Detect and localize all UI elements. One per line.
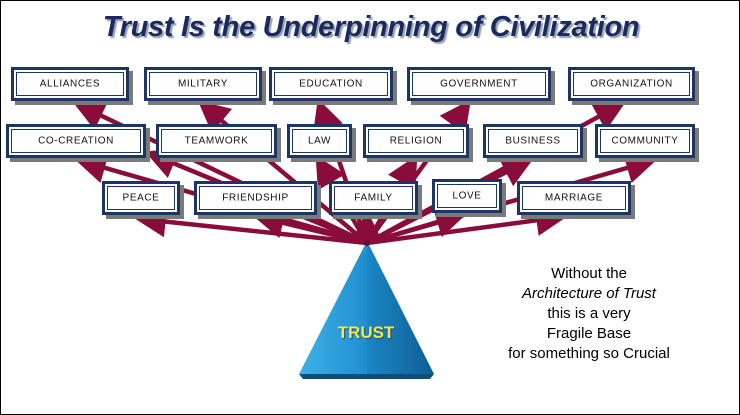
box-law-label: LAW (307, 135, 332, 147)
box-organization-label: ORGANIZATION (590, 78, 673, 90)
note-line-3: this is a very (547, 305, 631, 322)
arrow-friendship (252, 207, 368, 246)
slide-title: Trust Is the Underpinning of Civilizatio… (102, 11, 640, 43)
box-military-label: MILITARY (178, 78, 228, 90)
arrow-love (366, 206, 468, 246)
box-organization: ORGANIZATION (568, 67, 695, 101)
box-family: FAMILY (329, 181, 418, 215)
box-co-creation: CO-CREATION (6, 124, 146, 158)
box-law: LAW (287, 124, 352, 158)
box-love-label: LOVE (452, 190, 482, 202)
box-religion: RELIGION (363, 124, 469, 158)
note-line-4: Fragile Base (546, 325, 632, 342)
box-business: BUSINESS (483, 124, 583, 158)
trust-label: TRUST (337, 323, 395, 342)
arrow-marriage (366, 204, 568, 246)
box-friendship-label: FRIENDSHIP (222, 192, 289, 204)
box-peace-label: PEACE (122, 192, 160, 204)
fragile-base-note: Without the Architecture of Trust this i… (484, 264, 694, 364)
box-alliances: ALLIANCES (11, 67, 129, 101)
note-line-5: for something so Crucial (508, 345, 670, 362)
box-community: COMMUNITY (595, 124, 695, 158)
box-government-label: GOVERNMENT (440, 78, 518, 90)
box-business-label: BUSINESS (505, 135, 561, 147)
box-co-creation-label: CO-CREATION (38, 135, 114, 147)
box-community-label: COMMUNITY (611, 135, 679, 147)
box-teamwork-label: TEAMWORK (184, 135, 249, 147)
box-love: LOVE (432, 179, 502, 213)
box-education: EDUCATION (269, 67, 393, 101)
box-alliances-label: ALLIANCES (39, 78, 101, 90)
box-government: GOVERNMENT (407, 67, 551, 101)
note-line-2: Architecture of Trust (522, 285, 656, 302)
box-family-label: FAMILY (354, 192, 393, 204)
trust-pyramid (299, 240, 434, 379)
box-marriage-label: MARRIAGE (544, 192, 604, 204)
box-religion-label: RELIGION (389, 135, 443, 147)
box-military: MILITARY (144, 67, 262, 101)
box-friendship: FRIENDSHIP (194, 181, 317, 215)
box-peace: PEACE (102, 181, 180, 215)
box-teamwork: TEAMWORK (156, 124, 277, 158)
box-education-label: EDUCATION (299, 78, 363, 90)
note-line-1: Without the (551, 265, 627, 282)
box-marriage: MARRIAGE (517, 181, 631, 215)
